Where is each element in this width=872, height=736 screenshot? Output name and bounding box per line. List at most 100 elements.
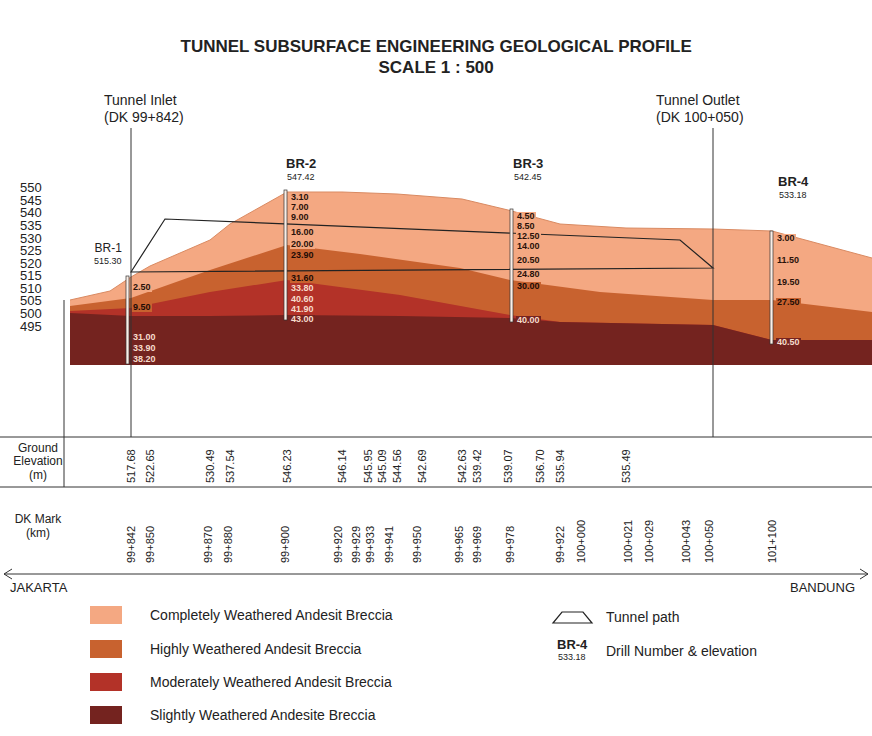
depth-value: 33.80 [290,284,315,293]
table-header: Ground Elevation (m) [5,442,71,483]
direction-arrowhead [4,569,12,579]
drill-hole [510,209,513,322]
depth-value: 30.00 [516,282,541,291]
elevation-tick: 540 [20,206,42,219]
table-cell: 99+978 [504,526,516,563]
legend-swatch [90,673,122,691]
table-cell: 546.14 [336,449,348,483]
table-line [0,437,872,438]
portal-label: (DK 100+050) [656,109,744,125]
table-cell: 536.70 [534,449,546,483]
table-cell: 542.69 [416,449,428,483]
table-cell: 539.07 [502,449,514,483]
portal-label: Tunnel Outlet [656,92,740,108]
legend-text: Highly Weathered Andesit Breccia [150,641,361,657]
legend-text: Tunnel path [606,609,679,625]
table-cell: 99+929 [350,526,362,563]
table-cell: 545.09 [376,449,388,483]
legend-text: Drill Number & elevation [606,643,757,659]
depth-value: 14.00 [516,242,541,251]
depth-value: 40.50 [776,338,801,347]
table-header: DK Mark (km) [5,513,71,541]
table-cell: 535.49 [620,449,632,483]
drill-elevation: 542.45 [514,173,542,182]
table-cell: 99+950 [411,526,423,563]
table-cell: 99+880 [222,526,234,563]
depth-value: 11.50 [776,256,800,265]
title: TUNNEL SUBSURFACE ENGINEERING GEOLOGICAL… [181,37,692,57]
table-cell: 544.56 [391,449,403,483]
elevation-tick: 535 [20,219,42,232]
legend-swatch [90,606,122,624]
outlet-line [713,128,714,437]
depth-value: 24.80 [516,270,541,279]
elevation-tick: 495 [20,320,42,333]
elevation-tick: 500 [20,307,42,320]
highly-weathered-layer [70,245,872,365]
table-cell: 99+965 [453,526,465,563]
table-cell: 537.54 [224,449,236,483]
table-cell: 100+021 [622,520,634,563]
depth-value: 23.90 [290,251,315,260]
table-cell: 99+941 [383,526,395,563]
table-cell: 100+000 [575,520,587,563]
table-cell: 100+050 [703,520,715,563]
drill-number: BR-4 [778,175,808,188]
drill-number: BR-1 [95,242,122,254]
legend-text: Completely Weathered Andesit Breccia [150,607,393,623]
moderately-weathered-layer [70,280,872,365]
depth-value: 31.60 [290,274,315,283]
depth-value: 9.50 [132,303,152,312]
table-cell: 99+900 [279,526,291,563]
depth-value: 40.60 [290,295,315,304]
depth-value: 3.00 [776,234,796,243]
drill-number: BR-2 [286,157,316,170]
table-cell: 100+043 [680,520,692,563]
depth-value: 20.00 [290,240,315,249]
drill-hole [284,190,287,320]
completely-weathered-layer [70,192,872,365]
direction-line [4,574,868,575]
depth-value: 40.00 [516,316,541,325]
legend-text: Slightly Weathered Andesite Breccia [150,707,375,723]
legend-swatch [90,640,122,658]
table-cell: 99+969 [471,526,483,563]
drill-elevation: 533.18 [558,653,586,662]
depth-value: 20.50 [516,256,541,265]
depth-value: 3.10 [290,193,310,202]
table-cell: 542.63 [456,449,468,483]
drill-elevation: 547.42 [287,173,315,182]
depth-value: 16.00 [290,228,315,237]
table-cell: 101+100 [766,520,778,563]
table-cell: 517.68 [125,449,137,483]
depth-value: 9.00 [290,213,310,222]
drill-hole [770,231,773,344]
depth-value: 7.00 [290,203,310,212]
table-cell: 530.49 [204,449,216,483]
portal-label: Tunnel Inlet [104,92,177,108]
table-line [0,487,872,488]
axis-line [64,300,65,487]
drill-elevation: 515.30 [94,257,122,266]
table-cell: 99+920 [332,526,344,563]
elevation-tick: 505 [20,294,42,307]
legend-text: Moderately Weathered Andesit Breccia [150,674,392,690]
table-cell: 99+933 [364,526,376,563]
drill-elevation: 533.18 [779,191,807,200]
depth-value: 12.50 [516,232,541,241]
table-cell: 99+922 [554,526,566,563]
table-cell: 100+029 [643,520,655,563]
table-cell: 99+842 [125,526,137,563]
guide-lines [0,128,872,579]
drill-number: BR-3 [513,157,543,170]
depth-value: 38.20 [132,355,157,364]
depth-value: 27.50 [776,298,801,307]
tunnel-path [131,219,713,272]
depth-value: 43.00 [290,315,315,324]
drill-hole [126,276,129,364]
depth-value: 4.50 [516,212,536,221]
table-cell: 535.94 [554,449,566,483]
table-cell: 99+870 [202,526,214,563]
elevation-tick: 515 [20,269,42,282]
